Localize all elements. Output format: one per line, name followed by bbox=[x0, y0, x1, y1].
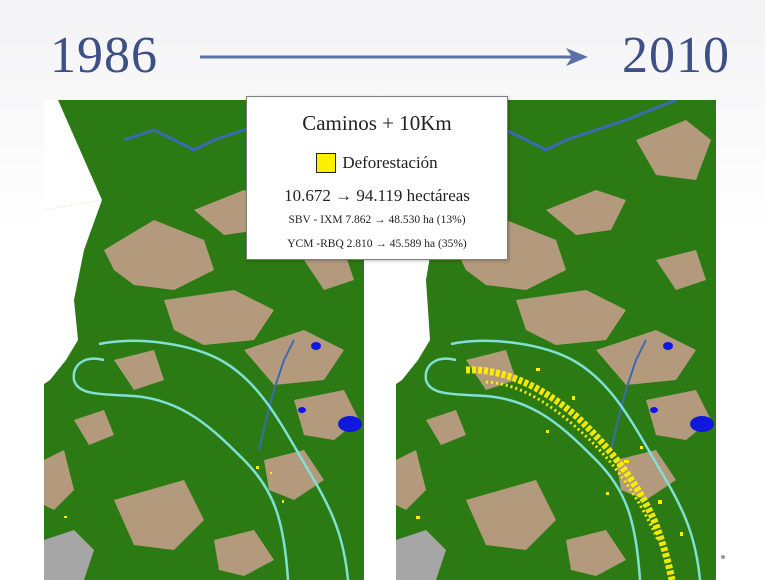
year-end-label: 2010 bbox=[622, 27, 730, 84]
timeline-arrow bbox=[200, 48, 588, 66]
total-change: 10.672 → 94.119 hectáreas bbox=[284, 186, 470, 205]
year-start-label: 1986 bbox=[50, 27, 158, 84]
legend-box: Caminos + 10Km Deforestación 10.672 → 94… bbox=[246, 96, 508, 260]
slide-dot bbox=[721, 555, 725, 559]
segment-change-2: YCM -RBQ 2.810 → 45.589 ha (35%) bbox=[287, 238, 467, 250]
deforestation-swatch bbox=[316, 153, 337, 173]
legend-key-label: Deforestación bbox=[342, 153, 438, 172]
segment-change-1: SBV - IXM 7.862 → 48.530 ha (13%) bbox=[288, 214, 466, 226]
legend-key: Deforestación bbox=[247, 153, 507, 173]
legend-title: Caminos + 10Km bbox=[302, 111, 452, 135]
